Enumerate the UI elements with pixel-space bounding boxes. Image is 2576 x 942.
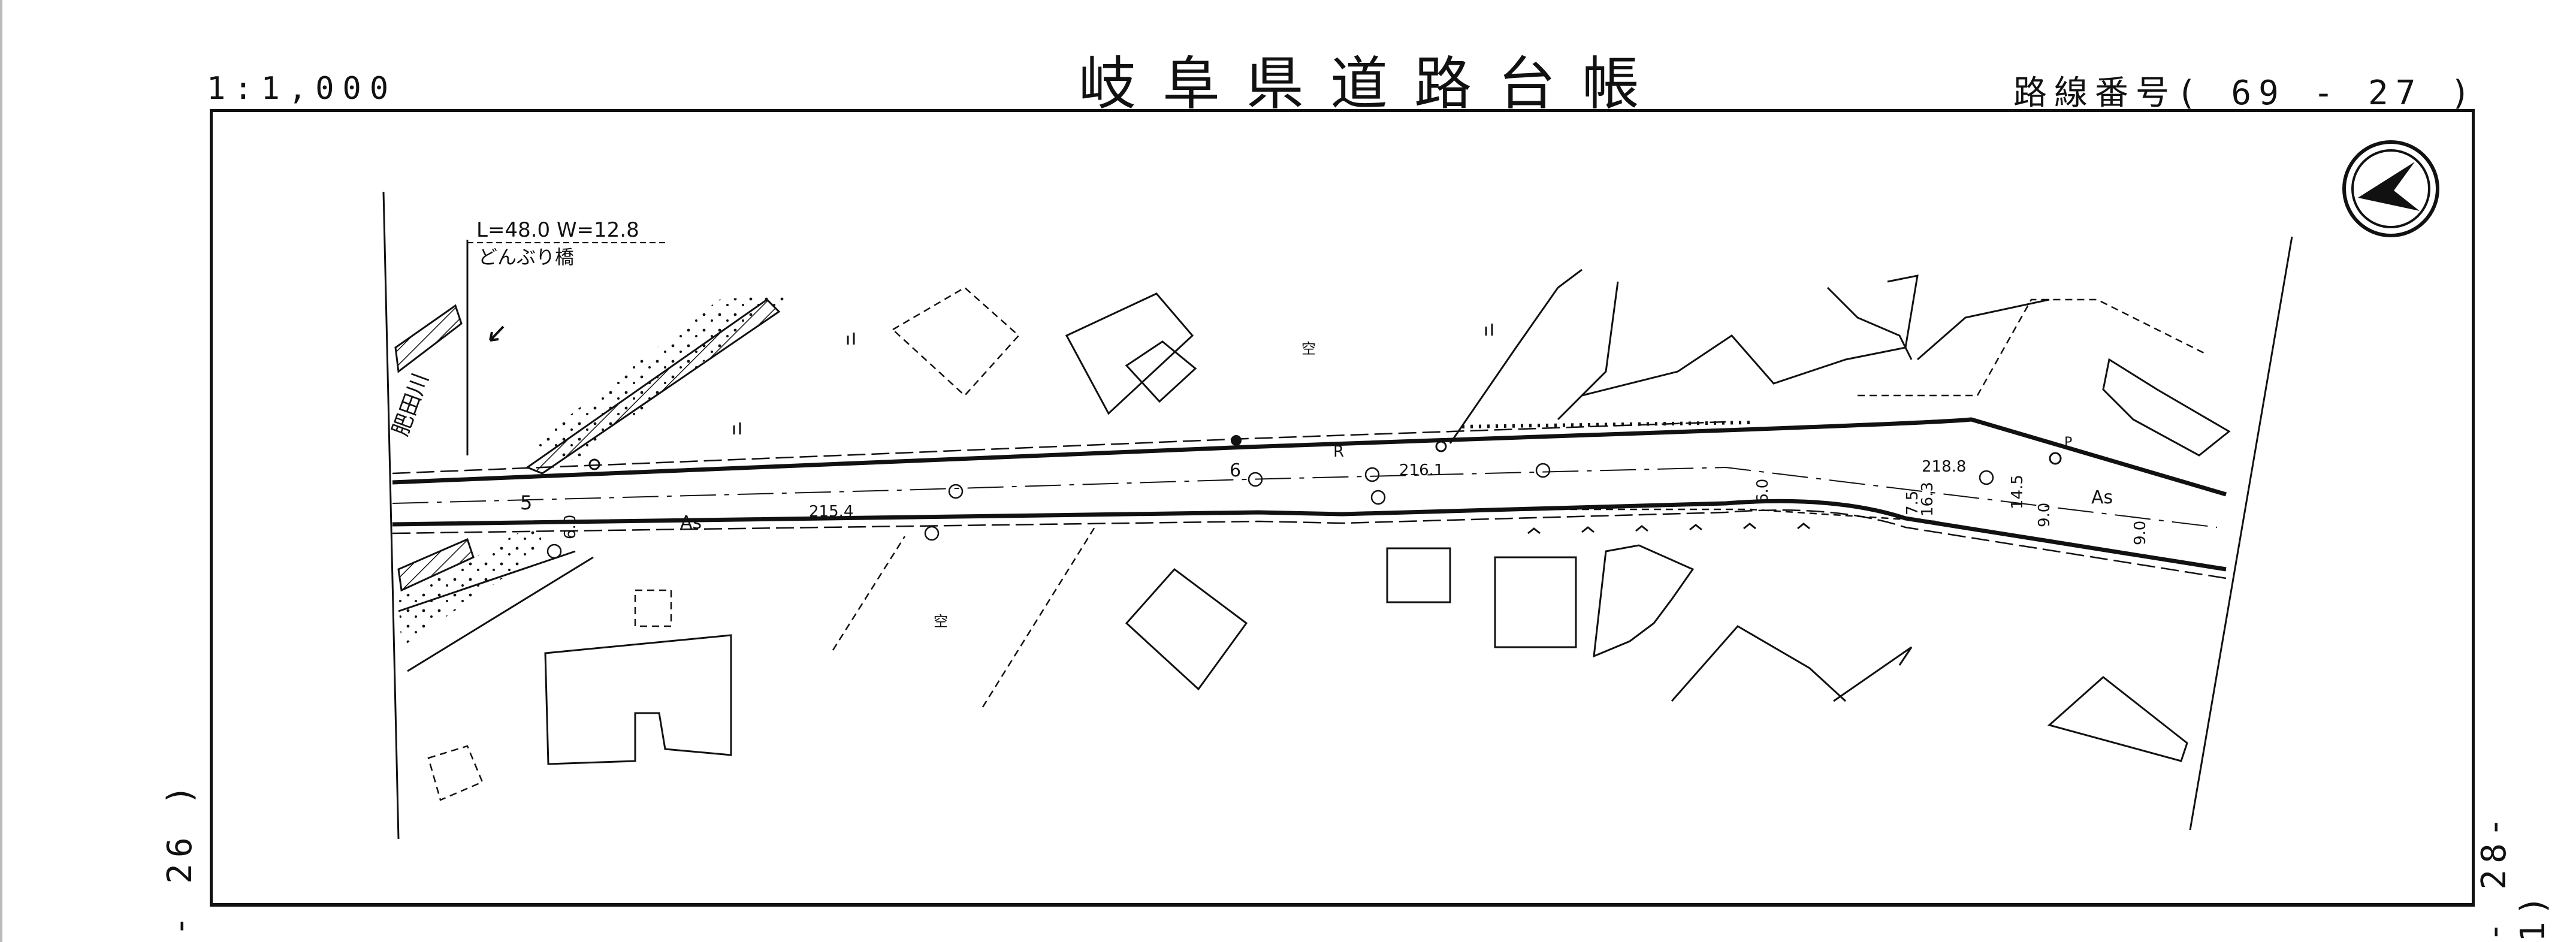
north-arrow-icon (2342, 140, 2439, 237)
width-1: 5 (520, 491, 532, 514)
route-number: 路線番号( 69 - 27 ) (2013, 74, 2478, 113)
width-7: 14.5 (2009, 475, 2027, 509)
width-3: 6 (1230, 460, 1241, 481)
map-scale: 1:1,000 (207, 71, 397, 107)
tree-icon (733, 324, 1493, 434)
river-name: 肥田川 (388, 370, 433, 440)
distance-1: 215.4 (809, 503, 853, 521)
width-2: 6.0 (561, 515, 579, 539)
hydrant-icon (546, 463, 1994, 559)
curb-marks (1461, 421, 1810, 535)
symbol-r: R (1333, 443, 1344, 461)
distance-3: 218.8 (1922, 458, 1966, 476)
adjacent-sheet-right: - 28-1) (2475, 811, 2553, 942)
width-9: 9.0 (2131, 521, 2149, 545)
buildings-upper-right (1449, 268, 2050, 444)
distance-2: 216.1 (1399, 461, 1443, 479)
utility-pole-icon (588, 435, 2062, 470)
pavement-label-1: As (680, 512, 702, 533)
road-edges (392, 417, 2227, 579)
symbol-p: P (2064, 435, 2072, 450)
sheet-limit-right (2189, 236, 2293, 831)
sheet-limit-left (382, 191, 400, 840)
bridge-spec: L=48.0 W=12.8 (476, 218, 639, 242)
adjacent-sheet-left: - 26 ) (161, 779, 200, 937)
bridge-name: どんぶり橋 (478, 246, 574, 268)
map-frame-bottom-rule (210, 904, 2475, 907)
land-use-mark-1: 空 (1301, 340, 1316, 357)
width-6: 16.3 (1919, 482, 1937, 517)
page-title: 岐阜県道路台帳 (1079, 50, 1666, 117)
page-left-edge (0, 0, 2, 942)
land-use-mark-2: 空 (934, 613, 948, 630)
width-4: 6.0 (1754, 479, 1772, 503)
pavement-label-2: As (2091, 487, 2113, 508)
width-8: 9.0 (2036, 503, 2053, 527)
river-bridge (394, 240, 791, 672)
flow-arrow-icon (489, 325, 505, 342)
road-map: L=48.0 W=12.8 どんぶり橋 肥田川 As As 215.4 216.… (382, 140, 2439, 840)
parcel-lines (427, 286, 2206, 801)
width-5: 7.5 (1904, 491, 1922, 515)
buildings (544, 292, 2231, 765)
